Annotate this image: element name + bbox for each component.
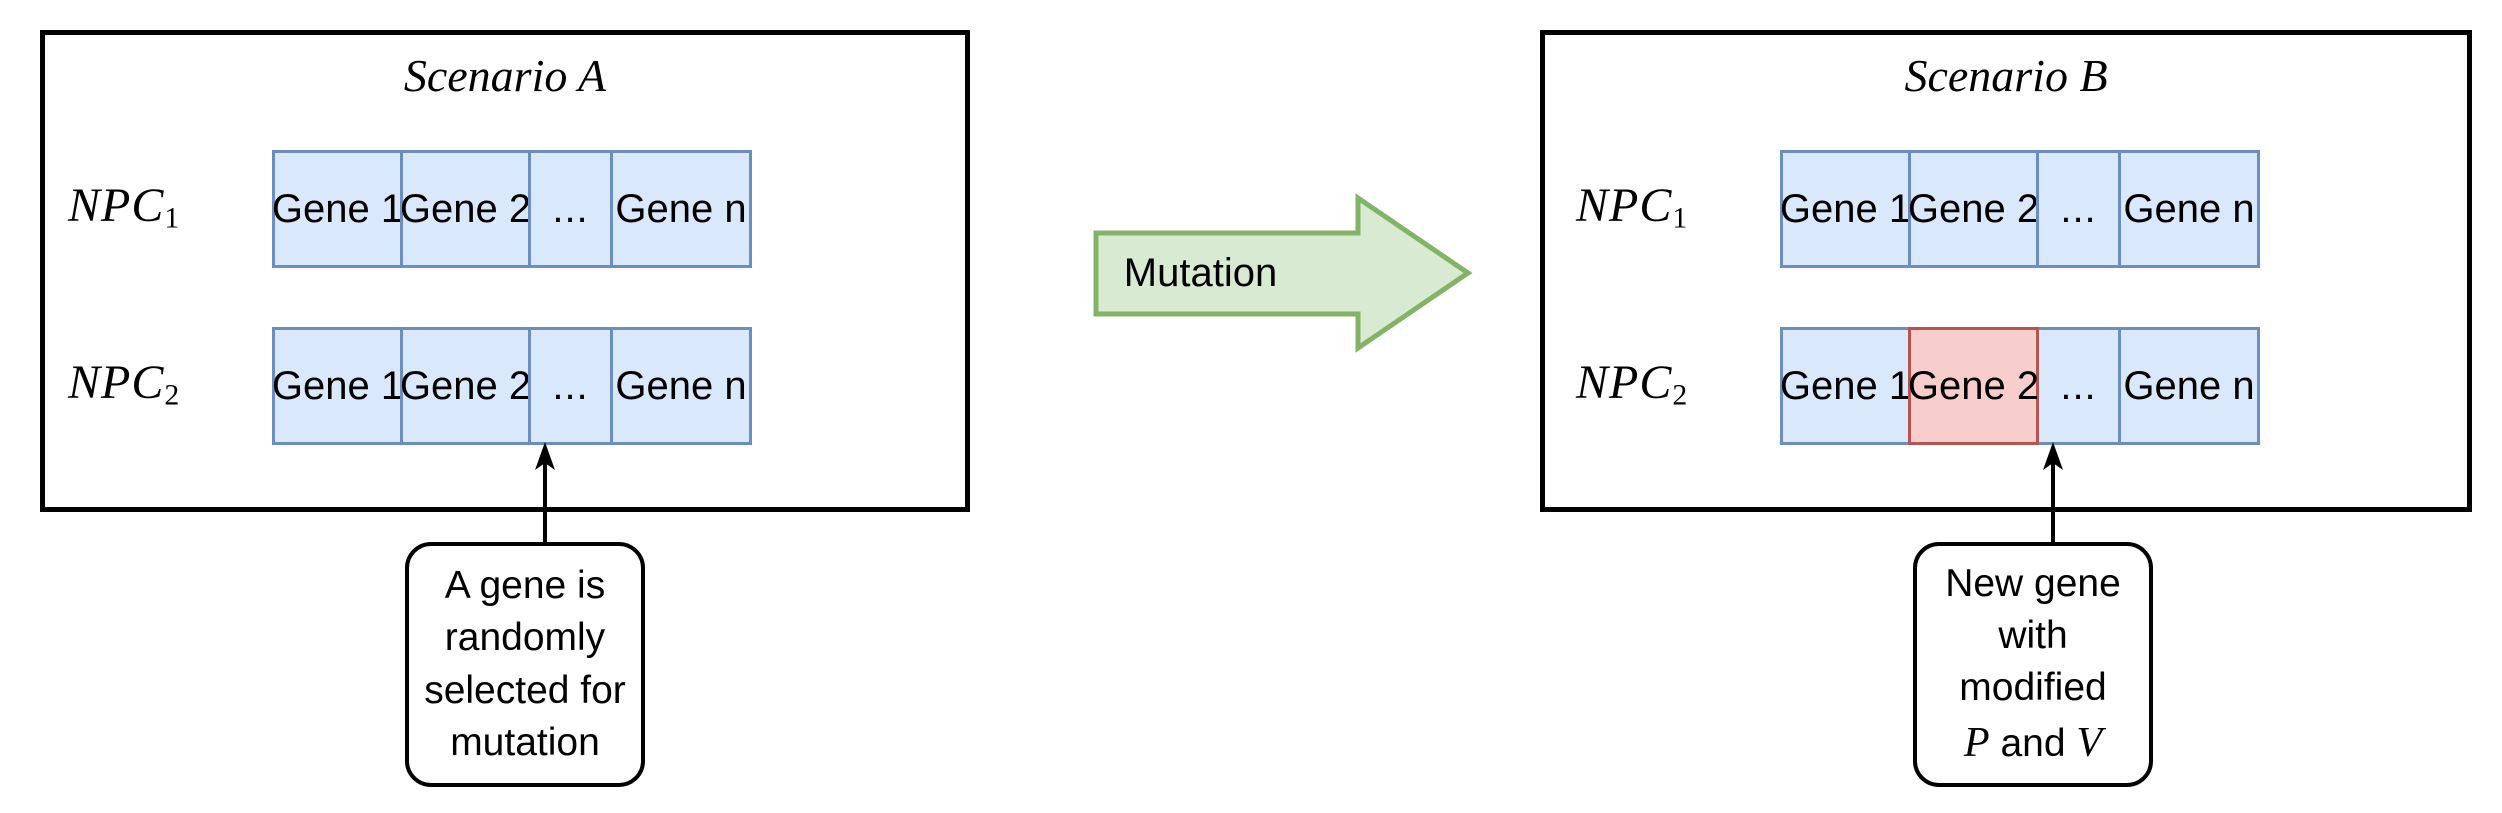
scenario-b-callout-leader [2043, 442, 2063, 550]
npc-label-text: NPC [1576, 179, 1673, 232]
gene-label: Gene 2 [399, 363, 532, 408]
scenario-a-row-2-label: NPC2 [68, 355, 179, 413]
gene-cell[interactable]: Gene n [2118, 327, 2260, 445]
npc-label-text: NPC [1576, 356, 1673, 409]
callout-line: New gene [1945, 561, 2121, 605]
scenario-b-row-1-chromosome: Gene 1 Gene 2 ... Gene n [1780, 150, 2260, 268]
callout-line: mutation [450, 720, 600, 764]
gene-label: Gene n [615, 363, 747, 408]
scenario-a-callout: A gene is randomly selected for mutation [405, 542, 645, 787]
gene-cell[interactable]: Gene 1 [272, 150, 403, 268]
callout-line: randomly [444, 616, 606, 660]
gene-cell-mutated[interactable]: Gene 2 [1908, 327, 2039, 445]
gene-cell[interactable]: Gene 1 [1780, 150, 1911, 268]
gene-label: ... [2060, 363, 2097, 408]
scenario-a-row-1-chromosome: Gene 1 Gene 2 ... Gene n [272, 150, 752, 268]
gene-label: ... [552, 363, 589, 408]
callout-line: A gene is [444, 564, 606, 607]
mutation-arrow-shape [1093, 193, 1473, 353]
mutation-arrow: Mutation [1093, 186, 1473, 361]
scenario-a-row-1-label: NPC1 [68, 178, 179, 236]
npc-label-subscript: 2 [164, 378, 180, 412]
gene-label: Gene 1 [271, 186, 404, 231]
gene-label: Gene n [615, 186, 747, 231]
gene-cell[interactable]: Gene 2 [400, 327, 531, 445]
gene-cell-ellipsis[interactable]: ... [528, 150, 613, 268]
gene-label: ... [552, 186, 589, 231]
npc-label-subscript: 1 [1672, 201, 1688, 235]
gene-label: Gene 1 [1779, 186, 1912, 231]
gene-label: Gene 2 [1907, 363, 2040, 408]
callout-line: selected for [424, 668, 626, 712]
scenario-a-callout-leader [535, 442, 555, 550]
gene-cell[interactable]: Gene n [610, 327, 752, 445]
gene-cell[interactable]: Gene n [610, 150, 752, 268]
gene-label: Gene 1 [271, 363, 404, 408]
gene-label: Gene 1 [1779, 363, 1912, 408]
gene-cell[interactable]: Gene n [2118, 150, 2260, 268]
arrow-polygon [1093, 193, 1473, 353]
scenario-b-callout-text: New gene with modified P and V [1917, 558, 2149, 771]
scenario-a-callout-text: A gene is randomly selected for mutation [414, 560, 636, 769]
gene-cell-ellipsis[interactable]: ... [528, 327, 613, 445]
math-variable-v: V [2076, 718, 2103, 766]
scenario-b-callout: New gene with modified P and V [1913, 542, 2153, 787]
npc-label-subscript: 2 [1672, 378, 1688, 412]
gene-label: Gene n [2123, 186, 2255, 231]
mutation-arrow-label: Mutation [1123, 251, 1278, 295]
scenario-a-title: Scenario A [403, 50, 607, 101]
gene-cell[interactable]: Gene 2 [1908, 150, 2039, 268]
leader-arrowhead [2043, 442, 2063, 470]
math-conjunction: and [1989, 721, 2077, 765]
gene-cell-ellipsis[interactable]: ... [2036, 327, 2121, 445]
gene-label: ... [2060, 186, 2097, 231]
callout-line-math: P and V [1927, 715, 2139, 771]
gene-label: Gene 2 [1907, 186, 2040, 231]
gene-label: Gene 2 [399, 186, 532, 231]
math-variable-p: P [1963, 718, 1990, 766]
scenario-b-row-2-chromosome: Gene 1 Gene 2 ... Gene n [1780, 327, 2260, 445]
gene-cell[interactable]: Gene 1 [272, 327, 403, 445]
gene-cell[interactable]: Gene 1 [1780, 327, 1911, 445]
gene-cell[interactable]: Gene 2 [400, 150, 531, 268]
gene-cell-ellipsis[interactable]: ... [2036, 150, 2121, 268]
npc-label-text: NPC [68, 356, 165, 409]
scenario-b-row-1-label: NPC1 [1576, 178, 1687, 236]
npc-label-text: NPC [68, 179, 165, 232]
scenario-b-title: Scenario B [1904, 50, 2108, 101]
callout-line: with modified [1959, 614, 2107, 710]
scenario-b-row-2-label: NPC2 [1576, 355, 1687, 413]
leader-arrowhead [535, 442, 555, 470]
gene-label: Gene n [2123, 363, 2255, 408]
scenario-a-row-2-chromosome: Gene 1 Gene 2 ... Gene n [272, 327, 752, 445]
npc-label-subscript: 1 [164, 201, 180, 235]
